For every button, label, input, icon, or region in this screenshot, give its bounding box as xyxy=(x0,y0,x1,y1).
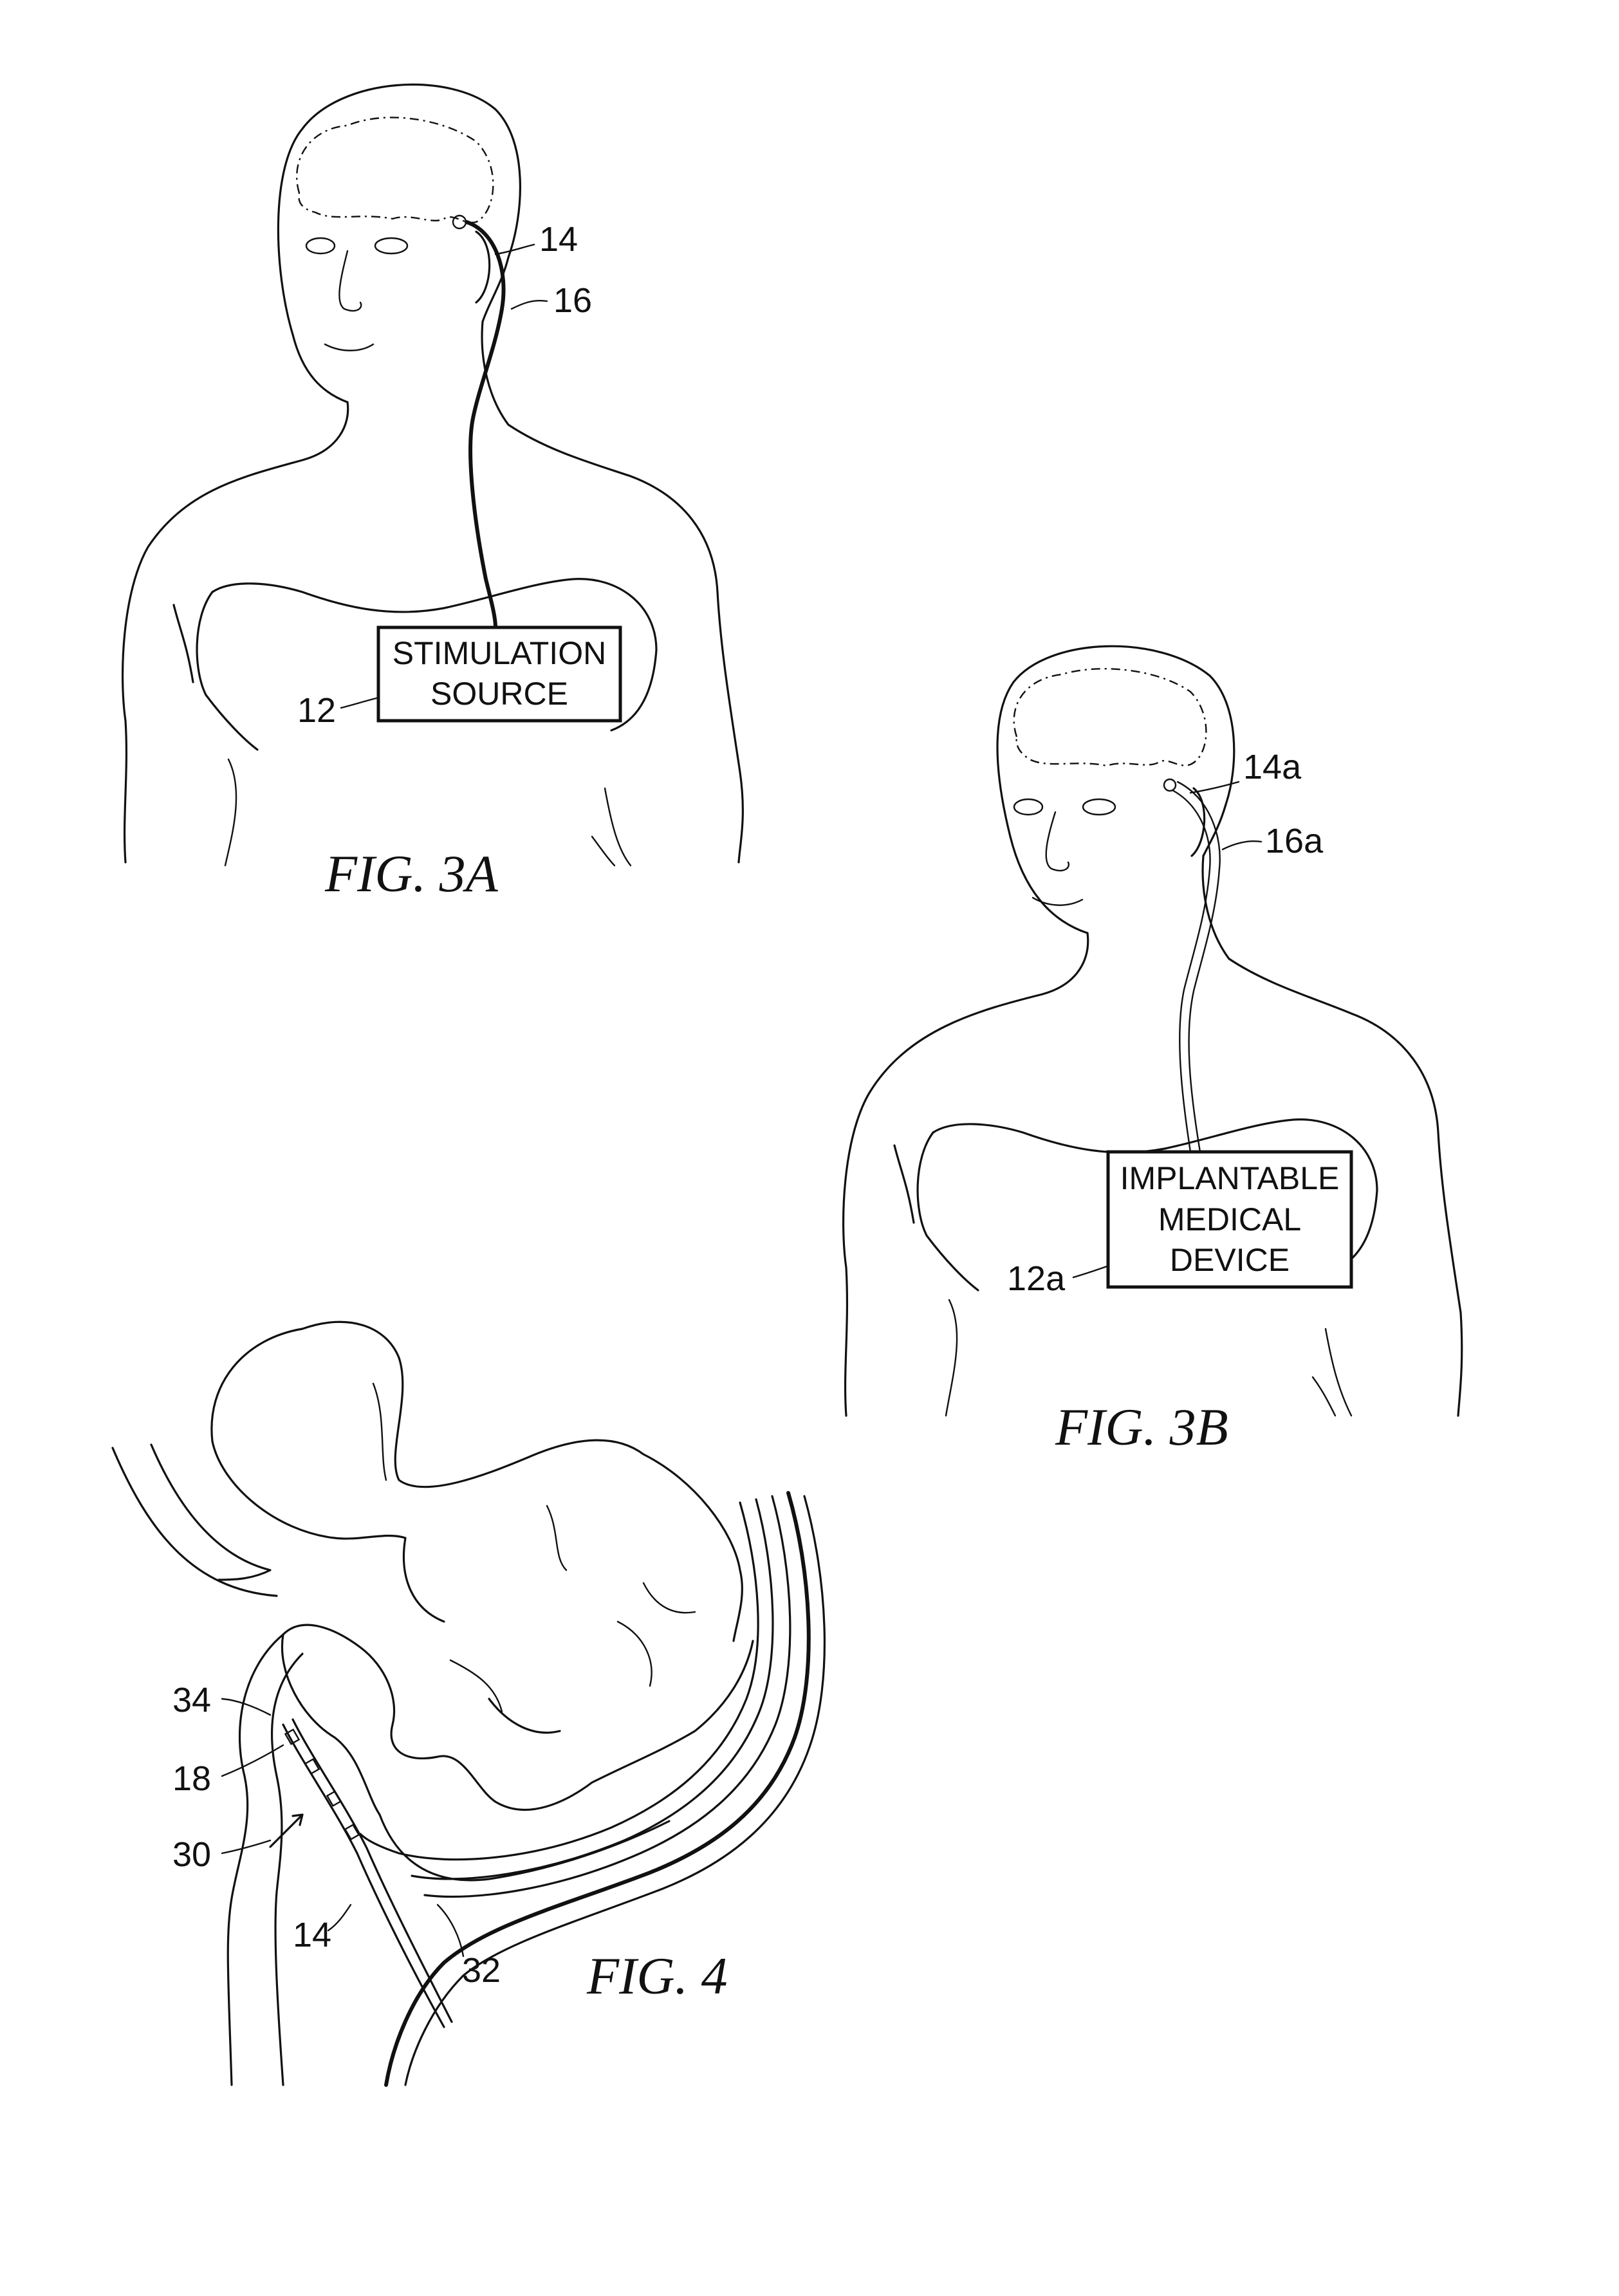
ref-12-label: 12 xyxy=(297,691,336,730)
figure-3b: IMPLANTABLE MEDICAL DEVICE 14a 16a 12a F… xyxy=(844,646,1462,1456)
ref-12a-label: 12a xyxy=(1007,1259,1066,1298)
box-line-2-3b: MEDICAL xyxy=(1158,1201,1301,1237)
arrow-30 xyxy=(270,1815,302,1847)
figure-3a: STIMULATION SOURCE 14 16 12 FIG. 3A xyxy=(123,84,743,903)
ref-16a-label: 16a xyxy=(1265,822,1324,860)
figure-4: 34 18 30 14 32 FIG. 4 xyxy=(113,1322,824,2085)
ref-18-label: 18 xyxy=(172,1759,211,1798)
lead-14-fig4 xyxy=(283,1725,444,2027)
electrode-contact-4 xyxy=(345,1825,358,1840)
ref-14-fig4-label: 14 xyxy=(293,1916,331,1954)
caption-fig-3a: FIG. 3A xyxy=(324,844,499,903)
human-torso-3b xyxy=(844,646,1462,1416)
lead-16a-inner xyxy=(1172,790,1210,1152)
box-line-1-3a: STIMULATION xyxy=(393,635,606,671)
ref-32-label: 32 xyxy=(462,1951,501,1990)
ref-34-label: 34 xyxy=(172,1681,211,1719)
electrode-14a xyxy=(1164,779,1176,791)
box-line-2-3a: SOURCE xyxy=(430,676,568,712)
ref-14a-label: 14a xyxy=(1243,748,1302,786)
human-torso-3a xyxy=(123,84,743,866)
box-line-3-3b: DEVICE xyxy=(1170,1242,1290,1278)
caption-fig-3b: FIG. 3B xyxy=(1055,1398,1228,1456)
ref-30-label: 30 xyxy=(172,1835,211,1874)
ref-16-label: 16 xyxy=(553,281,592,320)
box-line-1-3b: IMPLANTABLE xyxy=(1120,1160,1340,1196)
ref-14-label: 14 xyxy=(539,220,578,259)
electrode-14 xyxy=(453,216,466,228)
lead-16 xyxy=(467,222,504,627)
caption-fig-4: FIG. 4 xyxy=(586,1947,728,2005)
